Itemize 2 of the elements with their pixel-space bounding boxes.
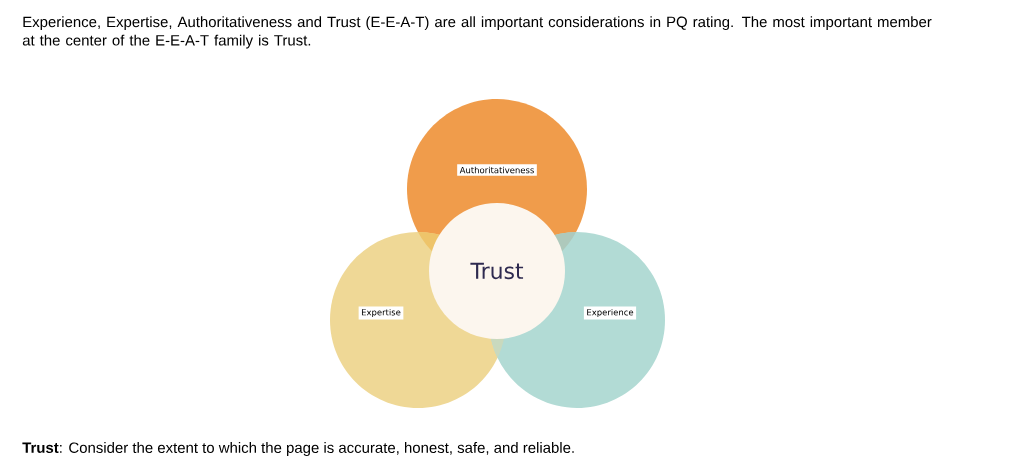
intro-paragraph: Experience, Expertise, Authoritativeness and Trust (E-E-A-T) are all important considerations in PQ rating. The most important member at the center of the E-E-A-T family is Trust. xyxy=(22,16,932,49)
caption: Trust: Consider the extent to which the page is accurate, honest, safe, and reliable. xyxy=(22,442,574,456)
